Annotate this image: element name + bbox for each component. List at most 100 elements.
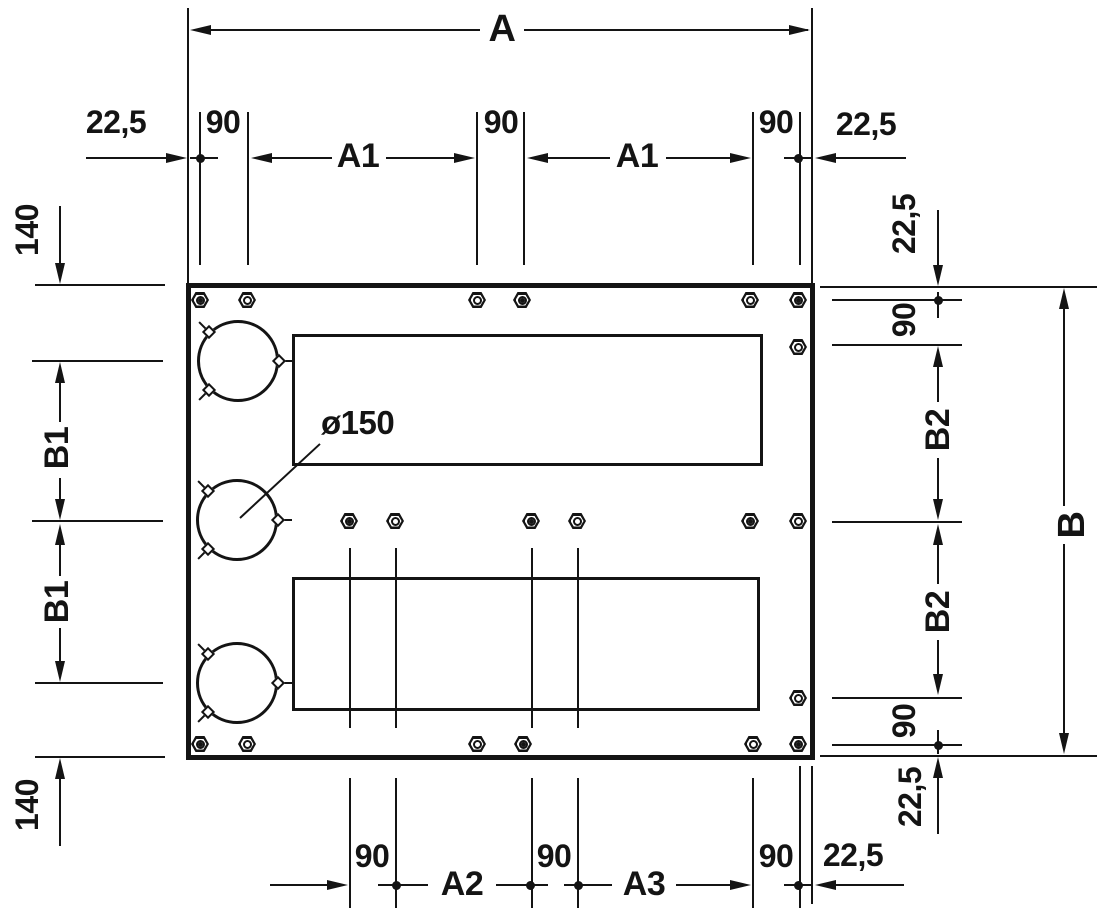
hex-bolt-core xyxy=(197,297,203,303)
drawing-line xyxy=(496,884,548,886)
hex-bolt-ring xyxy=(793,342,803,352)
label-bottom-90-left: 90 xyxy=(354,838,390,874)
drawing-line xyxy=(187,8,189,285)
hex-bolt-ring xyxy=(572,516,582,526)
label-top-90-left: 90 xyxy=(205,104,241,140)
label-right-B2-bottom: B2 xyxy=(919,590,957,634)
hex-bolt-icon xyxy=(789,513,807,529)
arrowhead-icon xyxy=(166,153,187,163)
hex-bolt-icon xyxy=(789,736,807,752)
label-bottom-A3: A3 xyxy=(622,865,666,903)
drawing-line xyxy=(666,157,732,159)
drawing-line xyxy=(832,884,904,886)
drawing-line xyxy=(35,284,165,286)
hex-bolt-icon xyxy=(191,292,209,308)
drawing-line xyxy=(676,884,732,886)
label-right-B2-top: B2 xyxy=(919,408,957,452)
label-bottom-90-center: 90 xyxy=(536,838,572,874)
label-right-90-bottom: 90 xyxy=(886,703,922,739)
drawing-line xyxy=(59,206,61,266)
arrowhead-icon xyxy=(454,153,475,163)
upper-cutout-opening xyxy=(292,334,763,466)
hex-bolt-icon xyxy=(238,292,256,308)
dimension-point-icon xyxy=(933,295,943,305)
arrowhead-icon xyxy=(789,25,810,35)
drawing-line xyxy=(811,766,813,904)
drawing-line xyxy=(199,112,201,265)
hex-bolt-icon xyxy=(789,292,807,308)
hex-bolt-icon xyxy=(514,736,532,752)
drawing-line xyxy=(378,884,428,886)
hex-bolt-ring xyxy=(793,516,803,526)
label-bottom-90-right: 90 xyxy=(758,838,794,874)
hex-bolt-core xyxy=(519,297,525,303)
drawing-line xyxy=(476,112,478,265)
label-top-90-right: 90 xyxy=(758,104,794,140)
arrowhead-icon xyxy=(55,524,65,545)
label-right-22-5-top: 22,5 xyxy=(886,193,922,255)
drawing-line xyxy=(59,778,61,846)
drawing-line xyxy=(59,628,61,666)
arrowhead-icon xyxy=(815,153,836,163)
drawing-line xyxy=(811,8,813,285)
hex-bolt-ring xyxy=(242,295,252,305)
drawing-line xyxy=(196,29,480,31)
dimension-point-icon xyxy=(933,740,943,750)
arrowhead-icon xyxy=(327,880,348,890)
label-left-B1-top: B1 xyxy=(38,426,76,470)
label-left-140-top: 140 xyxy=(9,204,45,256)
arrowhead-icon xyxy=(815,880,836,890)
hex-bolt-ring xyxy=(793,693,803,703)
drawing-line xyxy=(35,756,165,758)
drawing-line xyxy=(349,548,351,728)
arrowhead-icon xyxy=(55,499,65,520)
drawing-line xyxy=(799,766,801,908)
arrowhead-icon xyxy=(730,880,751,890)
drawing-line xyxy=(270,157,332,159)
arrowhead-icon xyxy=(55,362,65,383)
arrowhead-icon xyxy=(1059,288,1069,309)
drawing-line xyxy=(752,778,754,908)
drain-diameter-label: ø150 xyxy=(321,404,395,441)
drawing-line xyxy=(834,157,906,159)
hex-bolt-core xyxy=(795,741,801,747)
hex-bolt-icon xyxy=(238,736,256,752)
dimension-point-icon xyxy=(525,880,535,890)
hex-bolt-icon xyxy=(468,736,486,752)
hex-bolt-icon xyxy=(789,339,807,355)
hex-bolt-icon xyxy=(744,736,762,752)
hex-bolt-icon xyxy=(386,513,404,529)
drawing-line xyxy=(832,697,962,699)
drawing-line xyxy=(395,778,397,908)
drawing-line xyxy=(937,778,939,834)
label-overall-depth-B: B xyxy=(1051,511,1093,539)
drawing-line xyxy=(820,286,1097,288)
drawing-line xyxy=(832,521,962,523)
label-top-A1-left: A1 xyxy=(336,137,380,175)
drawing-line xyxy=(32,360,163,362)
hex-bolt-core xyxy=(346,518,352,524)
arrowhead-icon xyxy=(55,263,65,284)
hex-bolt-icon xyxy=(741,292,759,308)
drawing-line xyxy=(59,378,61,422)
arrowhead-icon xyxy=(933,524,943,545)
drawing-line xyxy=(577,548,579,728)
hex-bolt-ring xyxy=(390,516,400,526)
drawing-line xyxy=(531,778,533,908)
hex-bolt-ring xyxy=(748,739,758,749)
label-right-22-5-bottom: 22,5 xyxy=(892,766,928,828)
drawing-line xyxy=(564,884,612,886)
dimension-point-icon xyxy=(793,153,803,163)
drawing-line xyxy=(386,157,456,159)
drawing-line xyxy=(32,520,163,522)
hex-bolt-core xyxy=(528,518,534,524)
lower-cutout-opening xyxy=(292,577,760,711)
mounting-frame-outline xyxy=(186,283,815,760)
arrowhead-icon xyxy=(933,499,943,520)
dimension-point-icon xyxy=(391,880,401,890)
hex-bolt-icon xyxy=(522,513,540,529)
drawing-line xyxy=(937,364,939,402)
arrowhead-icon xyxy=(190,25,211,35)
label-bottom-A2: A2 xyxy=(440,865,484,903)
hex-bolt-core xyxy=(795,297,801,303)
